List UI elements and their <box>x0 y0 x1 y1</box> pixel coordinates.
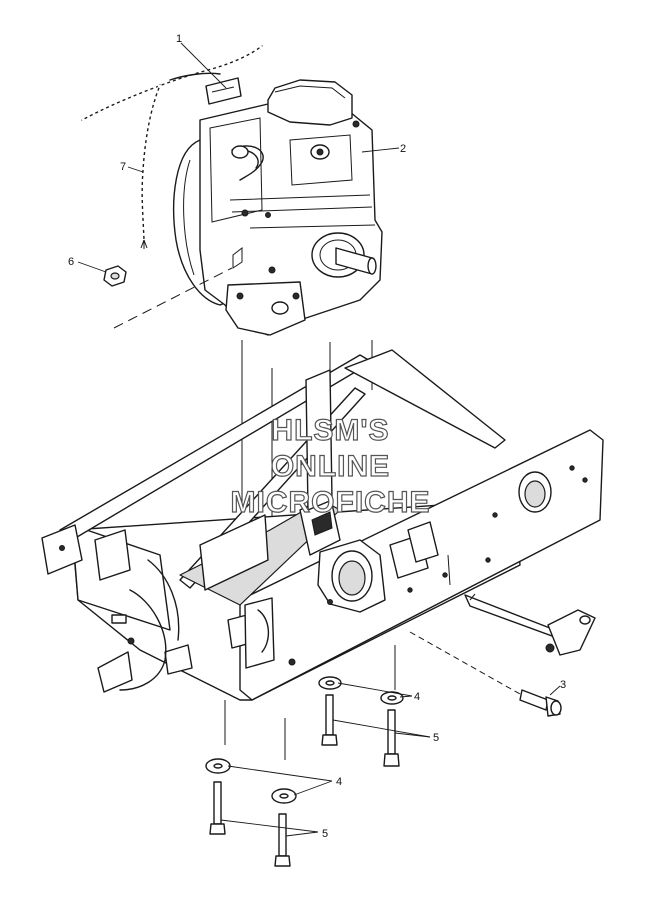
callout-1: 1 <box>176 33 182 45</box>
washers-4 <box>205 676 404 804</box>
callout-4b: 4 <box>336 776 342 788</box>
bolts-5 <box>209 694 400 867</box>
decal-label <box>205 77 242 105</box>
wiring-harness <box>81 44 263 249</box>
callout-2: 2 <box>400 143 406 155</box>
callout-5a: 5 <box>433 732 439 744</box>
leader-lines <box>77 42 561 837</box>
bolt-3 <box>519 689 562 717</box>
chassis-frame <box>41 349 604 701</box>
callout-3: 3 <box>560 679 566 691</box>
nut-6 <box>103 265 233 329</box>
callout-4a: 4 <box>414 691 420 703</box>
callout-5b: 5 <box>322 828 328 840</box>
engine <box>173 79 383 336</box>
callout-7: 7 <box>120 161 126 173</box>
callout-6: 6 <box>68 256 74 268</box>
